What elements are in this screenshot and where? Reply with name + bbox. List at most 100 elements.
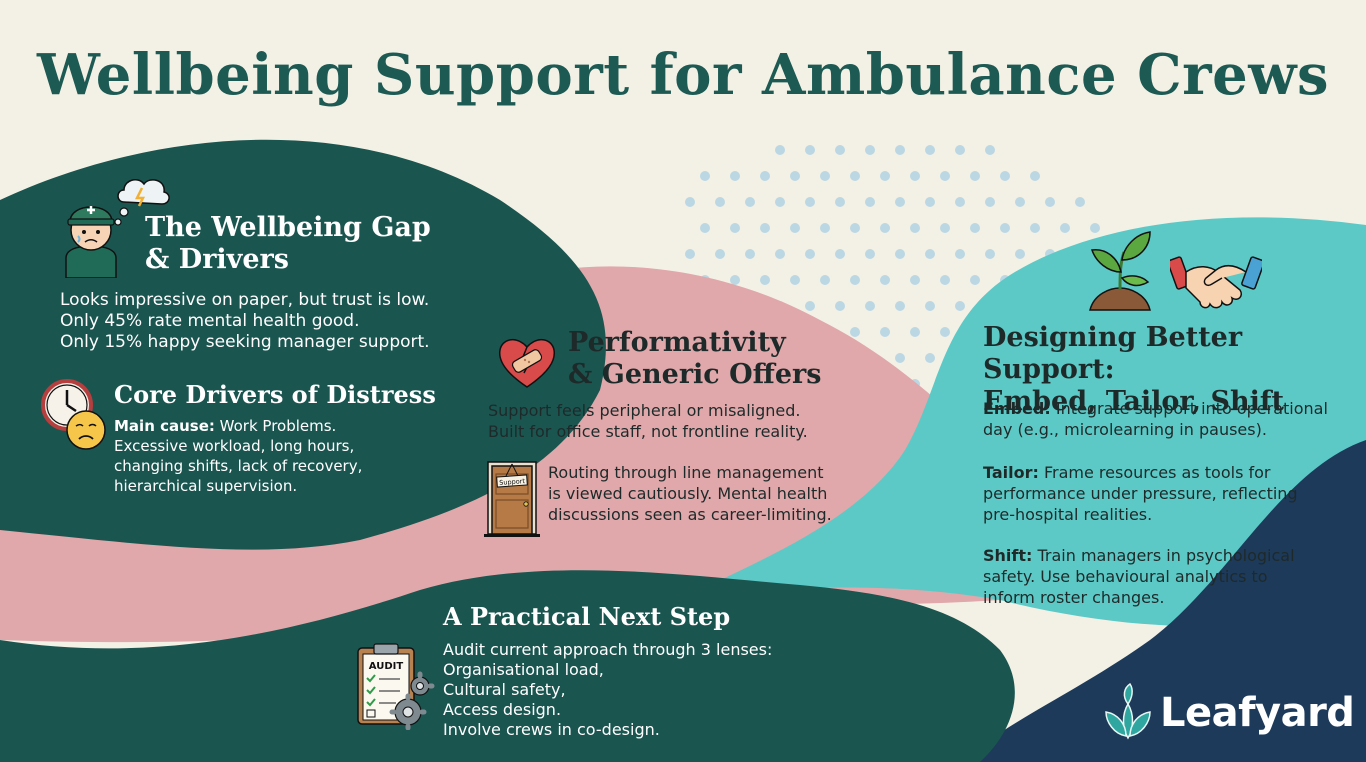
pattern-dot	[865, 301, 875, 311]
pattern-dot	[850, 171, 860, 181]
pattern-dot	[910, 327, 920, 337]
pattern-dot	[745, 249, 755, 259]
pattern-dot	[955, 145, 965, 155]
pattern-dot	[895, 301, 905, 311]
pattern-dot	[925, 301, 935, 311]
pattern-dot	[820, 223, 830, 233]
pattern-dot	[880, 327, 890, 337]
shift-first: Train managers in psychological	[1032, 546, 1295, 565]
pattern-dot	[775, 197, 785, 207]
tailor-line: pre-hospital realities.	[983, 505, 1153, 524]
pattern-dot	[895, 249, 905, 259]
pattern-dot	[880, 223, 890, 233]
next-text: Audit current approach through 3 lenses:…	[443, 640, 772, 740]
handshake-icon	[1170, 256, 1262, 309]
perform-text: Support feels peripheral or misaligned. …	[488, 400, 808, 442]
drivers-line: Excessive workload, long hours,	[114, 437, 355, 455]
pattern-dot	[895, 197, 905, 207]
drivers-text: Main cause: Work Problems. Excessive wor…	[114, 416, 362, 496]
pattern-dot	[940, 327, 950, 337]
pattern-dot	[730, 171, 740, 181]
door-sign-text: Support	[499, 477, 526, 487]
pattern-dot	[1030, 171, 1040, 181]
aqua-right	[700, 217, 1366, 627]
pattern-dot	[715, 249, 725, 259]
pattern-dot	[1060, 223, 1070, 233]
page-title: Wellbeing Support for Ambulance Crews	[36, 42, 1330, 108]
perform-heading: Performativity & Generic Offers	[568, 327, 821, 391]
pattern-dot	[775, 249, 785, 259]
next-line: Audit current approach through 3 lenses:	[443, 640, 773, 659]
tailor-line: performance under pressure, reflecting	[983, 484, 1298, 503]
pattern-dot	[940, 223, 950, 233]
gap-heading-line1: The Wellbeing Gap	[145, 212, 431, 243]
brand-name: Leafyard	[1160, 690, 1355, 736]
routing-line: is viewed cautiously. Mental health	[548, 484, 828, 503]
design-tailor: Tailor: Frame resources as tools for per…	[983, 462, 1298, 525]
pattern-dot	[805, 301, 815, 311]
worried-face-icon	[66, 410, 106, 450]
shift-line: safety. Use behavioural analytics to	[983, 567, 1268, 586]
design-shift: Shift: Train managers in psychological s…	[983, 545, 1295, 608]
pattern-dot	[1015, 249, 1025, 259]
pattern-dot	[805, 249, 815, 259]
pattern-dot	[1015, 197, 1025, 207]
pattern-dot	[760, 223, 770, 233]
gear-icon	[389, 671, 435, 730]
drivers-first-line: Work Problems.	[214, 417, 337, 435]
drivers-line: changing shifts, lack of recovery,	[114, 457, 363, 475]
shift-label: Shift:	[983, 546, 1033, 565]
pattern-dot	[970, 171, 980, 181]
tailor-label: Tailor:	[983, 463, 1039, 482]
design-heading: Designing Better Support: Embed, Tailor,…	[983, 322, 1366, 418]
pattern-dot	[865, 197, 875, 207]
navy-bottom-right	[960, 440, 1366, 762]
gap-heading: The Wellbeing Gap & Drivers	[145, 212, 431, 276]
pattern-dot	[835, 197, 845, 207]
clipboard-label: AUDIT	[369, 661, 404, 672]
pattern-dot	[865, 249, 875, 259]
pattern-dot	[910, 223, 920, 233]
pattern-dot	[985, 145, 995, 155]
door-icon: Support	[484, 461, 540, 537]
gap-line: Only 15% happy seeking manager support.	[60, 332, 430, 352]
pattern-dot	[970, 223, 980, 233]
pattern-dot	[775, 145, 785, 155]
pattern-dot	[910, 171, 920, 181]
pattern-dot	[955, 301, 965, 311]
bandaged-heart-icon	[498, 339, 556, 388]
pattern-dot	[820, 171, 830, 181]
pattern-dot	[850, 275, 860, 285]
pattern-dot	[880, 171, 890, 181]
next-line: Involve crews in co-design.	[443, 720, 660, 739]
pattern-dot	[955, 197, 965, 207]
pattern-dot	[700, 223, 710, 233]
shift-line: inform roster changes.	[983, 588, 1165, 607]
storm-cloud-icon	[114, 179, 170, 226]
pattern-dot	[985, 249, 995, 259]
perform-line: Built for office staff, not frontline re…	[488, 422, 808, 441]
gap-line: Looks impressive on paper, but trust is …	[60, 290, 430, 310]
perform-heading-line1: Performativity	[568, 327, 786, 358]
design-heading-line1: Designing Better Support:	[983, 322, 1243, 385]
leaf-logo-icon	[1105, 682, 1151, 740]
pattern-dot	[790, 171, 800, 181]
pattern-dot	[760, 275, 770, 285]
teal-bottom	[0, 570, 1015, 762]
pattern-dot	[835, 301, 845, 311]
drivers-heading: Core Drivers of Distress	[114, 380, 436, 409]
gap-text: Looks impressive on paper, but trust is …	[60, 290, 430, 353]
design-embed: Embed: Integrate support into operationa…	[983, 398, 1328, 440]
pattern-dot	[685, 249, 695, 259]
pattern-dot	[730, 223, 740, 233]
perform-heading-line2: & Generic Offers	[568, 359, 822, 390]
pattern-dot	[925, 249, 935, 259]
embed-first: Integrate support into operational	[1050, 399, 1328, 418]
pattern-dot	[805, 145, 815, 155]
next-line: Access design.	[443, 700, 562, 719]
pattern-dot	[1090, 223, 1100, 233]
pattern-dot	[805, 197, 815, 207]
pattern-dot	[970, 275, 980, 285]
next-heading: A Practical Next Step	[443, 602, 731, 631]
